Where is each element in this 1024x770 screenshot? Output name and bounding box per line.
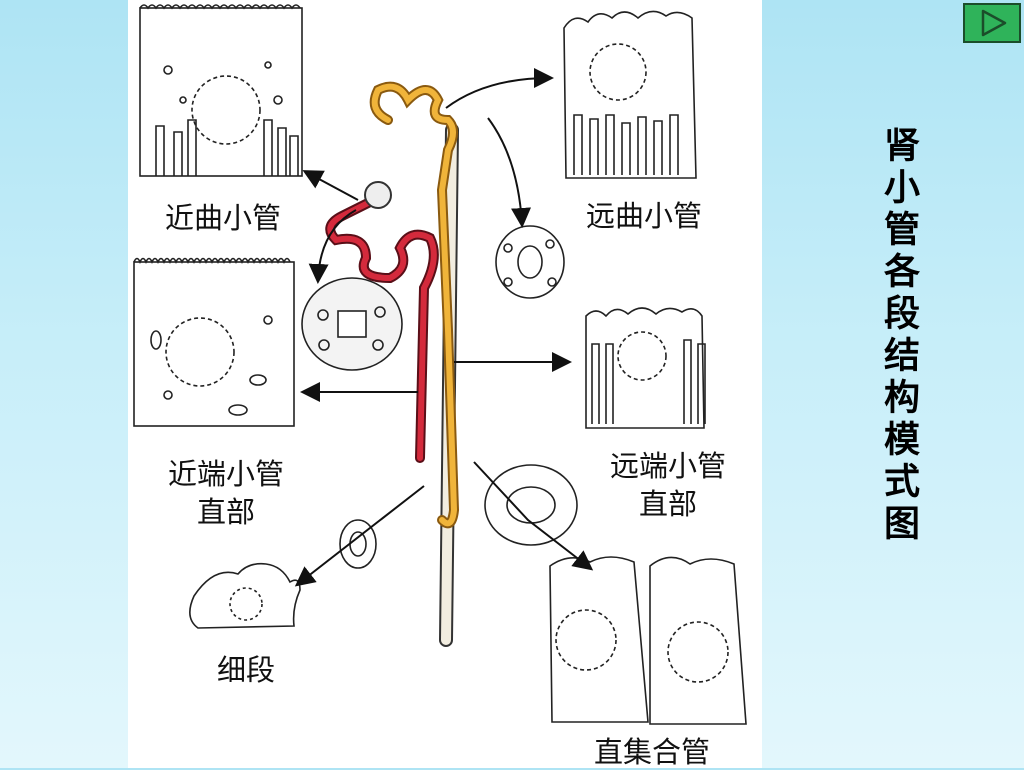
nephron-tubule-drawing [325,81,460,647]
thin-segment-cell [189,562,301,629]
distal-straight-cross-section [484,464,578,546]
label-collecting-duct: 直集合管 [594,735,711,769]
distal-tubule-cross-section [495,225,565,299]
label-proximal-convoluted: 近曲小管 [165,201,282,235]
nephron-diagram [133,4,747,725]
collecting-duct-cells [549,556,747,725]
label-thin-segment: 细段 [217,653,276,687]
play-triangle-icon [981,9,1007,37]
proximal-convoluted-cell [139,4,303,177]
connector-arrows [294,68,594,587]
label-proximal-straight-line2: 直部 [196,495,255,529]
distal-convoluted-cell [563,10,697,179]
next-slide-button[interactable] [963,3,1021,43]
proximal-tubule-cross-section [301,277,403,371]
proximal-straight-cell [133,257,295,427]
label-distal-convoluted: 远曲小管 [586,199,703,233]
label-distal-straight-line1: 远端小管 [609,449,726,483]
label-distal-straight-line2: 直部 [638,487,697,521]
distal-straight-cell [585,307,706,429]
vertical-title: 肾小管各段结构模式图 [878,126,920,546]
label-proximal-straight-line1: 近端小管 [167,457,284,491]
